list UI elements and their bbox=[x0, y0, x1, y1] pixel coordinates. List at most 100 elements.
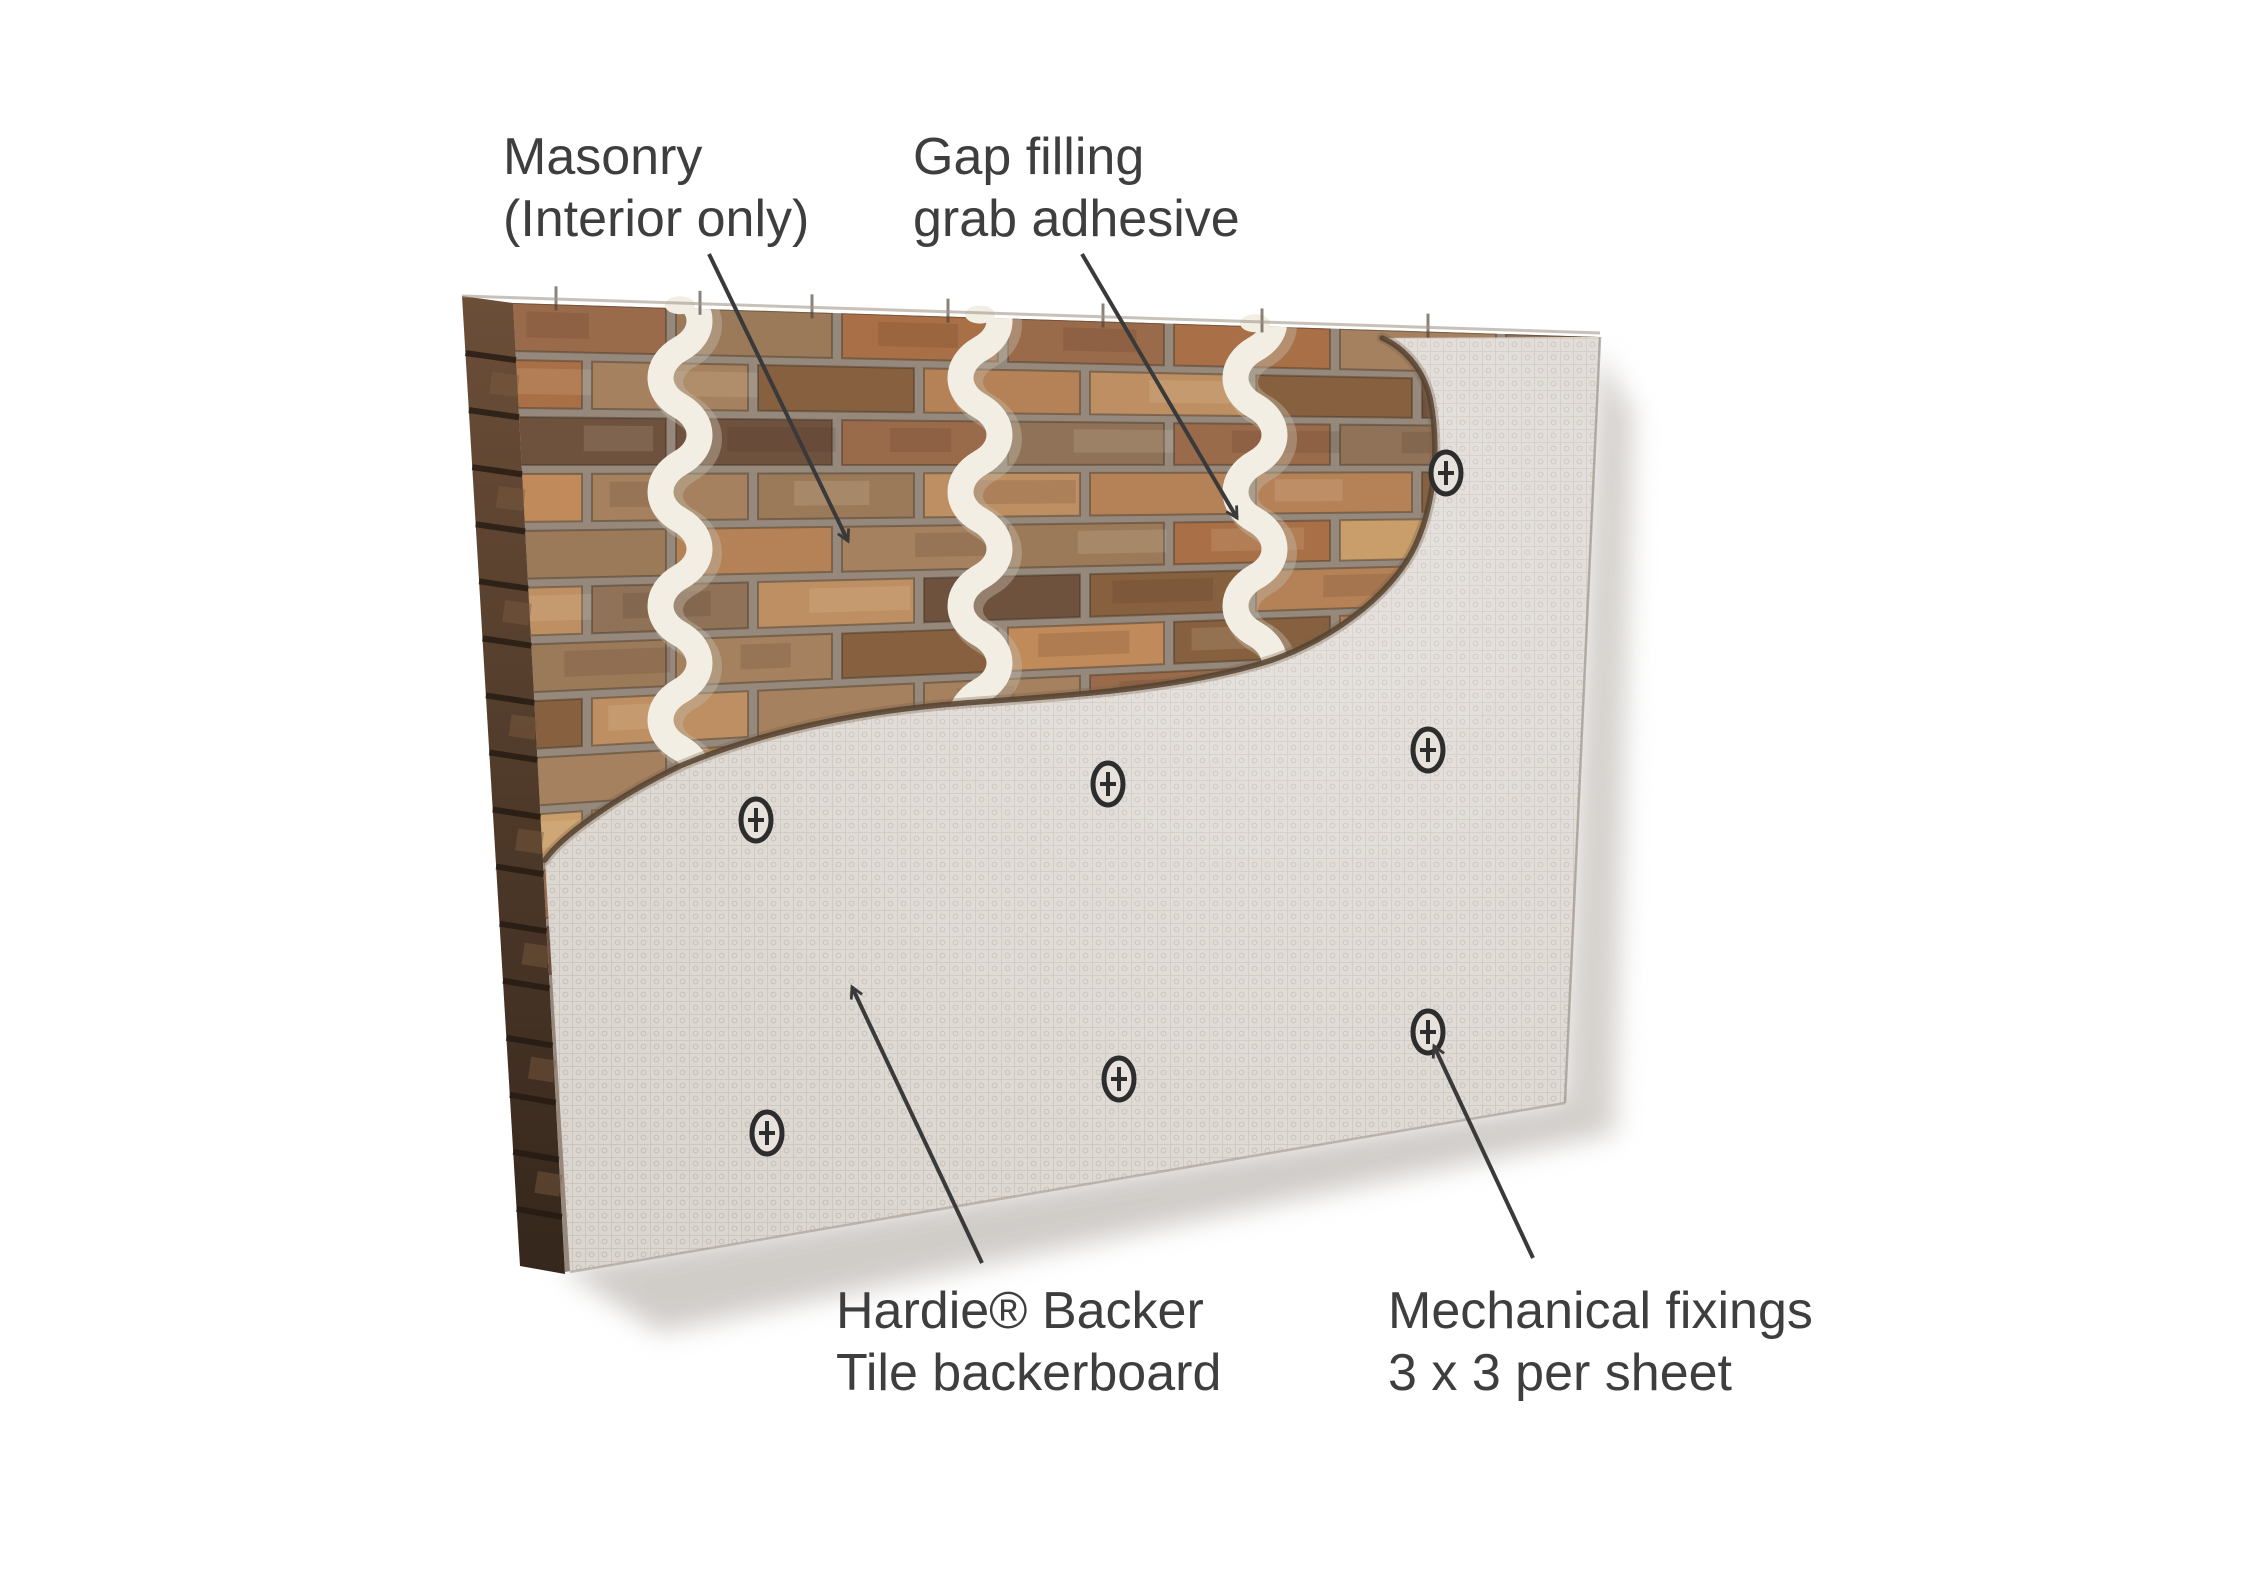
drop-shadow bbox=[560, 350, 1633, 1332]
brick bbox=[513, 472, 583, 524]
brick bbox=[260, 355, 416, 407]
side-face-mortar-line bbox=[499, 920, 548, 935]
brick bbox=[260, 590, 416, 644]
brick bbox=[675, 525, 833, 577]
brick bbox=[1255, 471, 1413, 515]
brick-texture-patch bbox=[324, 364, 420, 392]
brick bbox=[1089, 370, 1247, 418]
side-face-mortar-line bbox=[475, 521, 526, 535]
brick bbox=[757, 303, 915, 309]
brick-texture-patch bbox=[1641, 828, 1714, 855]
brick bbox=[1255, 303, 1413, 325]
brick bbox=[757, 472, 915, 521]
side-face-brick-end bbox=[508, 714, 538, 740]
screw-fixing-icon bbox=[1101, 1055, 1137, 1103]
label-masonry-line1: Masonry bbox=[503, 128, 703, 186]
side-face-brick-end bbox=[502, 600, 532, 626]
label-backerboard: Hardie® Backer Tile backerboard bbox=[836, 1280, 1221, 1404]
annotation-arrows bbox=[707, 252, 1535, 1264]
brick bbox=[592, 249, 748, 301]
screw-fixing-icon bbox=[1090, 760, 1126, 808]
brick-texture-patch bbox=[396, 424, 447, 451]
brick-texture-patch bbox=[727, 426, 836, 452]
side-face-mortar-line bbox=[478, 578, 529, 592]
brick-texture-patch bbox=[1073, 429, 1176, 453]
brick-texture-patch bbox=[1648, 300, 1703, 322]
label-gap-filling-adhesive: Gap filling grab adhesive bbox=[913, 126, 1240, 250]
brick-texture-patch bbox=[969, 480, 1076, 505]
brick bbox=[675, 632, 833, 687]
side-face-mortar-line bbox=[488, 749, 538, 763]
side-face-brick-end bbox=[489, 371, 520, 398]
label-masonry: Masonry (Interior only) bbox=[503, 126, 809, 250]
mechanical-fixings bbox=[738, 449, 1464, 1157]
brick-texture-patch bbox=[794, 480, 870, 506]
side-face-mortar-line bbox=[468, 407, 520, 421]
annotation-arrow-fixings bbox=[1431, 1043, 1535, 1259]
brick bbox=[513, 528, 667, 581]
brick-texture-patch bbox=[1063, 327, 1137, 353]
brick bbox=[260, 474, 416, 525]
side-face-brick-end bbox=[495, 485, 526, 512]
brick-texture-patch bbox=[784, 265, 860, 292]
brick-layer-edge bbox=[542, 335, 1438, 863]
brick-texture-patch bbox=[471, 252, 549, 281]
side-face-mortar-line bbox=[516, 1205, 563, 1220]
annotation-arrow-backerboard bbox=[849, 984, 984, 1264]
brick bbox=[260, 235, 416, 291]
screw-fixing-icon bbox=[1410, 726, 1446, 774]
brick-texture-patch bbox=[284, 483, 334, 510]
side-face-mortar-line bbox=[485, 692, 535, 706]
adhesive-bead-top-nub bbox=[965, 305, 995, 324]
brick-texture-patch bbox=[1274, 479, 1343, 502]
screw-fixing-icon bbox=[1428, 449, 1464, 497]
screw-fixing-icon bbox=[738, 796, 774, 844]
side-face-mortar-line bbox=[464, 350, 517, 364]
brick-texture-patch bbox=[300, 716, 388, 747]
brick-texture-patch bbox=[650, 260, 718, 288]
wall-side-face bbox=[462, 296, 565, 1274]
brick-texture-patch bbox=[564, 647, 671, 677]
brick-texture-patch bbox=[583, 425, 654, 452]
brick bbox=[513, 585, 583, 640]
screw-fixing-icon bbox=[1410, 1008, 1446, 1056]
brick-texture-patch bbox=[316, 950, 387, 984]
side-face-brick-end bbox=[515, 828, 545, 854]
brick-texture-patch bbox=[890, 427, 952, 453]
side-face-mortar-line bbox=[471, 464, 523, 478]
brick-texture-patch bbox=[809, 585, 911, 613]
brick bbox=[1421, 303, 1579, 331]
side-face-mortar-line bbox=[492, 806, 541, 821]
brick bbox=[344, 760, 500, 818]
side-face-brick-end bbox=[534, 1170, 563, 1197]
annotation-arrow-masonry bbox=[707, 253, 851, 544]
brick-texture-patch bbox=[878, 321, 959, 348]
label-backerboard-line2: Tile backerboard bbox=[836, 1344, 1222, 1402]
side-face-mortar-line bbox=[482, 635, 532, 649]
label-adhesive-line2: grab adhesive bbox=[913, 190, 1240, 248]
label-fixings-line1: Mechanical fixings bbox=[1388, 1282, 1813, 1340]
label-masonry-line2: (Interior only) bbox=[503, 190, 810, 248]
board-right-edge bbox=[1563, 336, 1602, 1104]
side-face-mortar-line bbox=[502, 977, 551, 992]
wall-top-edge bbox=[461, 294, 1601, 335]
brick bbox=[344, 874, 500, 936]
brick bbox=[757, 363, 915, 414]
brick bbox=[757, 577, 915, 629]
label-mechanical-fixings: Mechanical fixings 3 x 3 per sheet bbox=[1388, 1280, 1813, 1404]
brick bbox=[344, 645, 500, 700]
brick bbox=[260, 823, 416, 884]
side-face-mortar-line bbox=[509, 1091, 557, 1106]
brick-texture-patch bbox=[663, 370, 782, 398]
brick-texture-patch bbox=[1112, 578, 1213, 604]
annotation-arrow-adhesive bbox=[1080, 252, 1239, 521]
side-face-mortar-line bbox=[505, 1034, 554, 1049]
screw-fixing-icon bbox=[749, 1109, 785, 1157]
brick bbox=[1587, 303, 1600, 336]
adhesive-bead-top-nub bbox=[665, 296, 695, 315]
brick-texture-patch bbox=[526, 311, 589, 339]
brick bbox=[513, 357, 583, 410]
brick-texture-patch bbox=[740, 642, 791, 670]
